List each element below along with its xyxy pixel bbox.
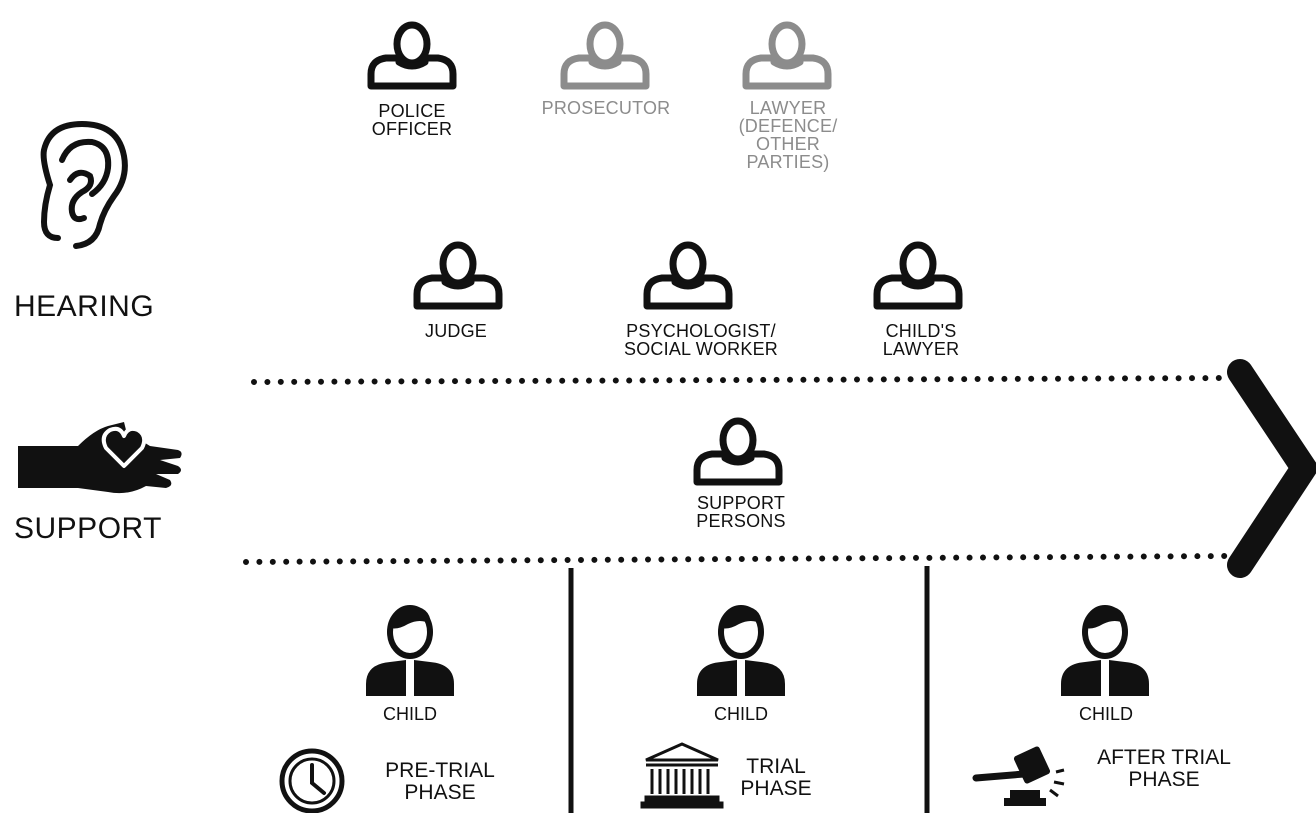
childs-lawyer-label: CHILD'S LAWYER — [882, 321, 960, 359]
police-officer-label: POLICE OFFICER — [371, 101, 453, 139]
child-icon — [1061, 606, 1149, 696]
chevron-right-icon — [1227, 359, 1316, 578]
upper-dotted-line — [251, 375, 1231, 385]
support-persons-label: SUPPORT PERSONS — [696, 493, 786, 531]
child-label: CHILD — [382, 704, 438, 724]
judge-label: JUDGE — [424, 321, 488, 341]
trial-phase-label: TRIAL PHASE — [740, 755, 812, 800]
police-officer-icon — [371, 25, 453, 86]
after-trial-phase-label: AFTER TRIAL PHASE — [1097, 746, 1231, 791]
support-persons-icon — [697, 421, 779, 482]
child-icon — [366, 606, 454, 696]
heart-hand-icon — [18, 422, 182, 494]
psychologist-label: PSYCHOLOGIST/ SOCIAL WORKER — [624, 321, 778, 359]
ear-icon — [40, 120, 128, 249]
prosecutor-icon — [564, 25, 646, 86]
lawyer-label: LAWYER (DEFENCE/ OTHER PARTIES) — [738, 98, 838, 172]
prosecutor-label: PROSECUTOR — [541, 98, 671, 118]
judge-icon — [417, 245, 499, 306]
support-label: SUPPORT — [14, 512, 162, 545]
courthouse-icon — [640, 742, 724, 809]
child-label: CHILD — [1078, 704, 1134, 724]
lawyer-icon — [746, 25, 828, 86]
pre-trial-phase-label: PRE-TRIAL PHASE — [385, 759, 495, 804]
lower-dotted-line — [243, 553, 1231, 565]
clock-icon — [279, 748, 345, 813]
psychologist-icon — [647, 245, 729, 306]
hearing-label: HEARING — [14, 290, 155, 323]
child-icon — [697, 606, 785, 696]
child-label: CHILD — [713, 704, 769, 724]
gavel-icon — [972, 746, 1065, 806]
childs-lawyer-icon — [877, 245, 959, 306]
